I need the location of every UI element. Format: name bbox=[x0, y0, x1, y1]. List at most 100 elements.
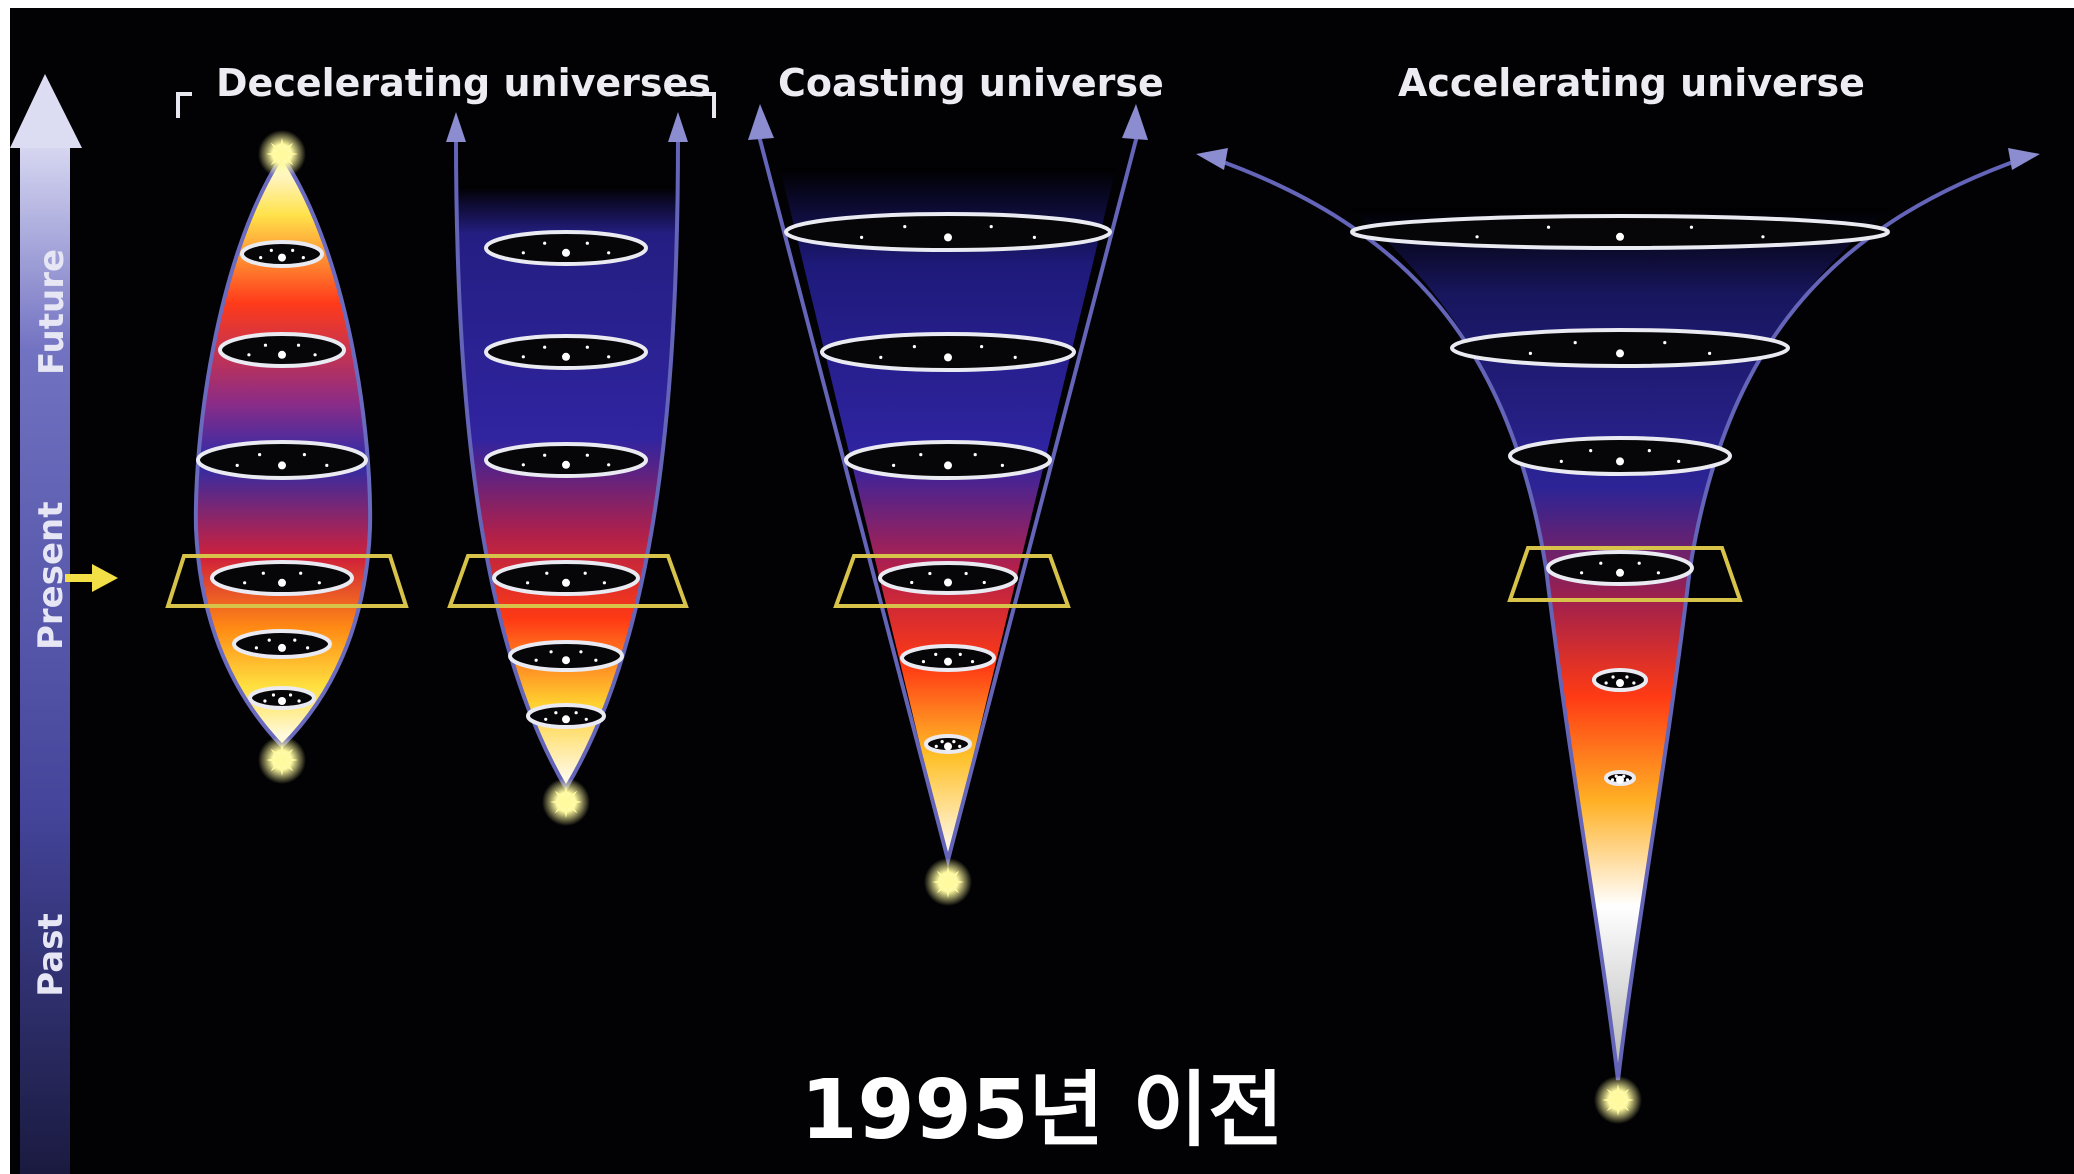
galaxy-dot bbox=[607, 355, 611, 359]
galaxy-dot bbox=[1589, 449, 1593, 453]
galaxy-slice bbox=[218, 332, 346, 368]
galaxy-dot bbox=[317, 581, 321, 585]
galaxy-dot bbox=[958, 744, 962, 749]
galaxy-dot bbox=[583, 571, 587, 575]
galaxy-dot bbox=[562, 656, 570, 665]
galaxy-dot bbox=[263, 343, 268, 347]
galaxy-slice bbox=[508, 640, 624, 672]
galaxy-dot bbox=[271, 693, 276, 697]
galaxy-dot bbox=[973, 453, 977, 457]
galaxy-dot bbox=[1616, 349, 1624, 358]
galaxy-dot bbox=[1708, 351, 1712, 355]
galaxy-dot bbox=[1000, 463, 1005, 467]
star-icon bbox=[932, 866, 964, 898]
galaxy-dot bbox=[934, 744, 938, 749]
universe-expansion-diagram: Decelerating universes Coasting universe… bbox=[10, 8, 2074, 1174]
galaxy-dot bbox=[562, 715, 570, 724]
galaxy-dot bbox=[243, 581, 247, 585]
galaxy-dot bbox=[903, 225, 907, 229]
galaxy-dot bbox=[585, 241, 589, 245]
galaxy-dot bbox=[989, 225, 993, 229]
galaxy-dot bbox=[602, 581, 607, 585]
decelerating-universes-label: Decelerating universes bbox=[216, 61, 711, 105]
galaxy-dot bbox=[543, 241, 547, 245]
galaxy-dot bbox=[1637, 561, 1641, 565]
present-label: Present bbox=[31, 501, 71, 650]
galaxy-dot bbox=[1013, 355, 1017, 359]
galaxy-dot bbox=[982, 580, 986, 585]
galaxy-dot bbox=[301, 256, 305, 260]
galaxy-dot bbox=[549, 650, 553, 654]
galaxy-dot bbox=[1663, 341, 1667, 345]
galaxy-dot bbox=[521, 251, 525, 255]
galaxy-dot bbox=[1616, 457, 1624, 466]
present-pointer-arrow bbox=[65, 564, 118, 592]
galaxy-dot bbox=[585, 453, 589, 457]
galaxy-dot bbox=[919, 453, 923, 457]
star-icon bbox=[550, 786, 582, 818]
big-bang-stars bbox=[258, 130, 1642, 1124]
galaxy-dot bbox=[1032, 235, 1036, 239]
galaxy-dot bbox=[526, 581, 530, 585]
galaxy-dot bbox=[607, 463, 611, 467]
galaxy-dot bbox=[299, 571, 303, 575]
galaxy-dot bbox=[296, 343, 301, 347]
galaxy-slice bbox=[210, 560, 354, 596]
past-label: Past bbox=[31, 913, 71, 997]
galaxy-dot bbox=[544, 717, 548, 721]
galaxy-dot bbox=[579, 650, 583, 654]
galaxy-dot bbox=[584, 717, 588, 721]
galaxy-dot bbox=[267, 638, 271, 642]
galaxy-dot bbox=[594, 658, 598, 662]
galaxy-dot bbox=[297, 699, 301, 703]
galaxy-dot bbox=[562, 352, 570, 361]
time-arrow bbox=[10, 74, 82, 1174]
galaxy-dot bbox=[1656, 571, 1660, 575]
galaxy-dot bbox=[1559, 459, 1563, 463]
galaxy-slice bbox=[844, 440, 1052, 480]
galaxy-dot bbox=[259, 256, 263, 260]
galaxy-slice bbox=[784, 212, 1112, 252]
galaxy-dot bbox=[278, 253, 286, 262]
galaxy-dot bbox=[944, 742, 952, 751]
galaxy-dot bbox=[1604, 681, 1608, 685]
galaxy-dot bbox=[1625, 675, 1629, 679]
galaxy-dot bbox=[278, 461, 286, 470]
galaxy-slice bbox=[484, 442, 648, 478]
galaxy-dot bbox=[892, 463, 896, 467]
galaxy-dot bbox=[313, 353, 317, 357]
star-icon bbox=[266, 744, 298, 776]
galaxy-slice bbox=[1546, 550, 1694, 586]
star-icon bbox=[266, 138, 298, 170]
galaxy-dot bbox=[1647, 449, 1651, 453]
galaxy-slice bbox=[196, 440, 368, 480]
galaxy-dot bbox=[964, 571, 968, 576]
galaxy-dot bbox=[574, 711, 578, 715]
coasting-universe-label: Coasting universe bbox=[778, 61, 1164, 105]
galaxy-dot bbox=[1761, 235, 1765, 239]
galaxy-dot bbox=[269, 248, 273, 252]
galaxy-dot bbox=[562, 578, 570, 587]
galaxy-dot bbox=[952, 740, 956, 744]
galaxy-dot bbox=[261, 571, 265, 575]
galaxy-dot bbox=[1632, 681, 1636, 685]
galaxy-dot bbox=[543, 453, 547, 457]
star-icon bbox=[1602, 1084, 1634, 1116]
galaxy-dot bbox=[934, 652, 938, 657]
galaxy-dot bbox=[928, 571, 932, 576]
galaxy-dot bbox=[562, 460, 570, 469]
galaxy-dot bbox=[545, 571, 549, 575]
galaxy-slice bbox=[878, 561, 1018, 595]
galaxy-dot bbox=[258, 453, 262, 457]
galaxy-slice bbox=[820, 332, 1076, 372]
galaxy-dot bbox=[980, 345, 984, 349]
galaxy-dot bbox=[1610, 778, 1615, 782]
galaxy-dot bbox=[543, 345, 547, 349]
galaxy-slice bbox=[484, 334, 648, 370]
galaxy-dot bbox=[306, 646, 310, 650]
galaxy-dot bbox=[944, 353, 952, 362]
galaxy-dot bbox=[1546, 225, 1551, 229]
galaxy-dot bbox=[1616, 568, 1624, 577]
galaxy-dot bbox=[1689, 225, 1694, 229]
present-markers bbox=[165, 546, 1743, 608]
